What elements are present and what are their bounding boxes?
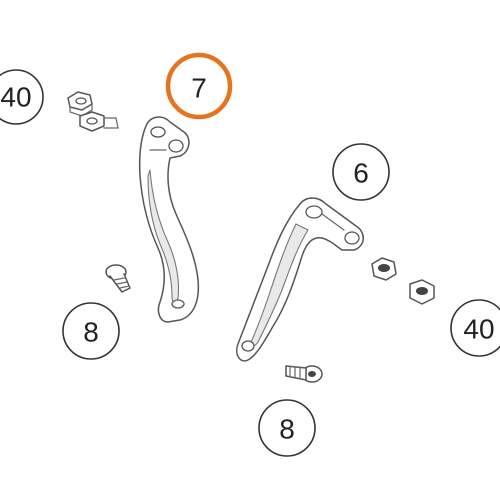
nut-right-lower: [409, 279, 435, 305]
callout-40-right[interactable]: 40: [450, 299, 500, 357]
callout-label: 8: [279, 414, 295, 445]
callout-6[interactable]: 6: [332, 143, 390, 201]
callout-label: 8: [83, 317, 99, 348]
callout-label: 40: [0, 82, 31, 113]
callout-label: 6: [353, 158, 369, 189]
callout-40-top-left[interactable]: 40: [0, 69, 44, 125]
nut-top-left-upper: [67, 91, 93, 117]
callout-label: 7: [191, 73, 207, 104]
bracket-left-part-7: [138, 116, 200, 323]
callout-7-highlighted[interactable]: 7: [165, 52, 233, 120]
nut-right-upper: [371, 257, 397, 281]
callout-8-left[interactable]: 8: [62, 302, 120, 360]
bracket-right-part-6: [236, 197, 364, 362]
callout-label: 40: [463, 314, 494, 345]
callout-8-bottom[interactable]: 8: [258, 399, 316, 457]
screw-bottom-part-8: [285, 365, 323, 383]
nut-top-left-lower: [79, 111, 119, 132]
screw-left-part-8: [105, 264, 131, 293]
